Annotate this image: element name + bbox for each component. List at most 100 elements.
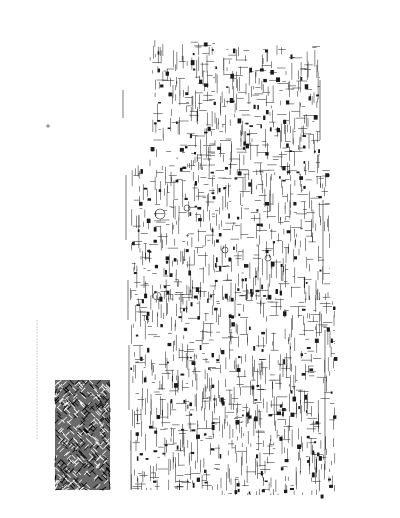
- component-mark: [211, 425, 215, 430]
- component-mark: [261, 349, 264, 352]
- hatch-stroke: [58, 479, 63, 484]
- component-mark: [285, 100, 290, 105]
- hatch-stroke: [72, 413, 77, 419]
- hatch-stroke: [75, 424, 80, 429]
- component-mark: [228, 257, 231, 262]
- component-mark: [290, 412, 295, 417]
- component-mark: [234, 177, 238, 180]
- component-mark: [189, 212, 192, 216]
- hatch-stroke: [96, 410, 102, 415]
- component-mark: [270, 69, 274, 75]
- component-mark: [218, 188, 221, 193]
- component-mark: [229, 98, 234, 103]
- component-mark: [216, 359, 220, 362]
- hatch-stroke: [54, 404, 56, 409]
- hatch-stroke: [84, 446, 89, 451]
- component-mark: [211, 228, 214, 233]
- hatch-stroke: [101, 427, 106, 433]
- component-mark: [319, 269, 322, 272]
- component-mark: [293, 256, 298, 260]
- hatch-stroke: [81, 417, 86, 422]
- hatch-stroke: [68, 437, 74, 443]
- component-mark: [280, 467, 284, 471]
- hatch-stroke: [55, 429, 60, 434]
- component-mark: [207, 298, 209, 303]
- component-mark: [189, 402, 193, 407]
- hatch-stroke: [73, 470, 78, 475]
- hatch-stroke: [61, 483, 66, 488]
- component-mark: [305, 410, 308, 413]
- component-mark: [210, 448, 215, 451]
- hatch-stroke: [66, 420, 72, 426]
- component-mark: [185, 249, 189, 253]
- hatch-stroke: [57, 483, 63, 489]
- hatch-stroke: [54, 389, 57, 394]
- hatch-stroke: [56, 460, 61, 465]
- hatch-stroke: [82, 482, 88, 487]
- component-mark: [133, 272, 137, 275]
- hatch-stroke: [69, 468, 75, 473]
- component-mark: [224, 166, 228, 170]
- hatch-stroke: [54, 381, 59, 387]
- hatch-stroke: [95, 463, 101, 468]
- component-mark: [248, 491, 251, 495]
- hatch-stroke: [62, 481, 68, 487]
- component-mark: [130, 367, 132, 371]
- hatch-stroke: [73, 438, 79, 444]
- hatch-stroke: [68, 390, 74, 396]
- hatch-stroke: [84, 380, 90, 385]
- hatch-stroke: [94, 436, 99, 442]
- component-mark: [167, 342, 172, 347]
- component-mark: [153, 480, 157, 483]
- component-mark: [230, 73, 234, 79]
- hatch-stroke: [92, 386, 98, 391]
- hatch-stroke: [63, 451, 69, 457]
- hatch-stroke: [105, 388, 111, 393]
- component-mark: [241, 278, 244, 282]
- hatch-stroke: [54, 476, 57, 481]
- hatch-stroke: [78, 427, 83, 433]
- component-mark: [265, 152, 269, 156]
- hatch-stroke: [77, 456, 82, 462]
- hatch-stroke: [56, 403, 62, 409]
- component-mark: [212, 384, 215, 388]
- hatch-stroke: [82, 406, 87, 412]
- component-mark: [265, 49, 269, 53]
- component-mark: [318, 149, 320, 154]
- hatch-stroke: [105, 386, 111, 391]
- hatch-stroke: [75, 380, 80, 385]
- hatch-stroke: [80, 454, 86, 459]
- component-mark: [260, 124, 262, 129]
- component-mark: [299, 176, 304, 180]
- hatch-stroke: [59, 398, 64, 404]
- hatch-stroke: [82, 430, 88, 436]
- hatch-stroke: [71, 442, 76, 447]
- hatch-stroke: [59, 428, 64, 433]
- component-mark: [302, 145, 306, 149]
- component-mark: [308, 96, 311, 101]
- component-mark: [213, 101, 216, 106]
- hatch-stroke: [101, 403, 107, 409]
- component-mark: [244, 277, 247, 282]
- component-mark: [143, 187, 148, 190]
- component-mark: [173, 258, 177, 262]
- hatch-stroke: [77, 434, 82, 439]
- component-mark: [216, 239, 219, 243]
- hatch-stroke: [80, 387, 86, 393]
- hatch-stroke: [69, 430, 75, 435]
- hatch-stroke: [93, 420, 99, 425]
- hatch-stroke: [70, 404, 76, 409]
- component-mark: [198, 218, 202, 222]
- hatch-stroke: [75, 398, 80, 403]
- component-mark: [297, 444, 302, 449]
- component-mark: [149, 425, 153, 429]
- component-mark: [237, 118, 242, 124]
- component-mark: [219, 454, 222, 459]
- hatch-stroke: [67, 405, 72, 410]
- component-mark: [230, 297, 234, 302]
- hatch-stroke: [89, 441, 95, 447]
- hatch-stroke: [83, 427, 88, 433]
- component-mark: [246, 133, 251, 136]
- hatch-stroke: [64, 401, 69, 406]
